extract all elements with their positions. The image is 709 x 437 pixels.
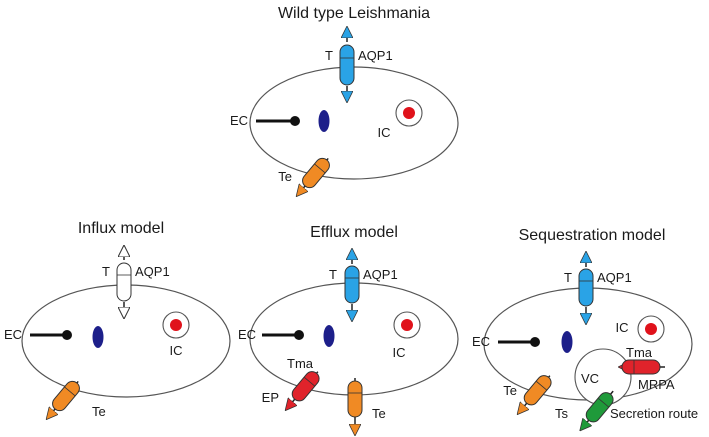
label-ic: IC: [393, 345, 406, 360]
label-te: Te: [503, 383, 517, 398]
label-t: T: [102, 264, 110, 279]
label-aqp1: AQP1: [135, 264, 170, 279]
panel-sequestration: Sequestration model T AQP1 EC IC VC: [472, 227, 698, 431]
tma-transporter: [284, 371, 320, 410]
label-ec: EC: [472, 334, 490, 349]
title-efflux: Efflux model: [310, 224, 398, 241]
label-ec: EC: [4, 327, 22, 342]
label-te: Te: [372, 406, 386, 421]
aqp1-channel: [116, 251, 132, 313]
aqp1-channel: [344, 254, 360, 316]
label-ic: IC: [616, 320, 629, 335]
label-ec: EC: [230, 113, 248, 128]
te-transporter: [516, 375, 552, 414]
title-wild-type: Wild type Leishmania: [278, 5, 430, 22]
mrpa-transporter: [622, 359, 665, 375]
vesicle: [92, 326, 104, 348]
label-aqp1: AQP1: [597, 270, 632, 285]
cell-wild-type: [249, 66, 459, 180]
label-mrpa: MRPA: [638, 377, 675, 392]
panel-influx: Influx model T AQP1 EC IC Te: [4, 220, 231, 420]
ic-compartment: [162, 311, 190, 339]
ec-probe: [498, 337, 540, 347]
label-tma: Tma: [287, 356, 314, 371]
label-ep: EP: [262, 390, 279, 405]
label-tma: Tma: [626, 345, 653, 360]
aqp1-channel: [339, 32, 355, 97]
te-transporter: [45, 380, 80, 420]
ic-compartment: [395, 99, 423, 127]
label-ic: IC: [378, 125, 391, 140]
panel-efflux: Efflux model T AQP1 EC IC Tma EP: [238, 224, 459, 430]
te-transporter: [347, 378, 363, 430]
label-te: Te: [92, 404, 106, 419]
vesicle: [323, 325, 335, 347]
ec-probe: [262, 330, 304, 340]
label-secretion-route: Secretion route: [610, 406, 698, 421]
title-sequestration: Sequestration model: [519, 227, 666, 244]
ic-compartment: [637, 315, 665, 343]
vesicle: [318, 110, 330, 132]
aqp1-channel: [578, 257, 594, 319]
label-ts: Ts: [555, 406, 569, 421]
label-vc: VC: [581, 371, 599, 386]
te-transporter: [295, 157, 330, 197]
label-t: T: [325, 48, 333, 63]
ec-probe: [256, 116, 300, 126]
ec-probe: [30, 330, 72, 340]
label-ic: IC: [170, 343, 183, 358]
label-t: T: [564, 270, 572, 285]
label-te: Te: [278, 169, 292, 184]
label-t: T: [329, 267, 337, 282]
title-influx: Influx model: [78, 220, 164, 237]
ic-compartment: [393, 311, 421, 339]
label-ec: EC: [238, 327, 256, 342]
label-aqp1: AQP1: [358, 48, 393, 63]
label-aqp1: AQP1: [363, 267, 398, 282]
ts-transporter: [578, 390, 614, 431]
panel-wild-type: Wild type Leishmania T AQP1 EC IC: [230, 5, 459, 197]
cell-influx: [21, 284, 231, 398]
vesicle: [561, 331, 573, 353]
